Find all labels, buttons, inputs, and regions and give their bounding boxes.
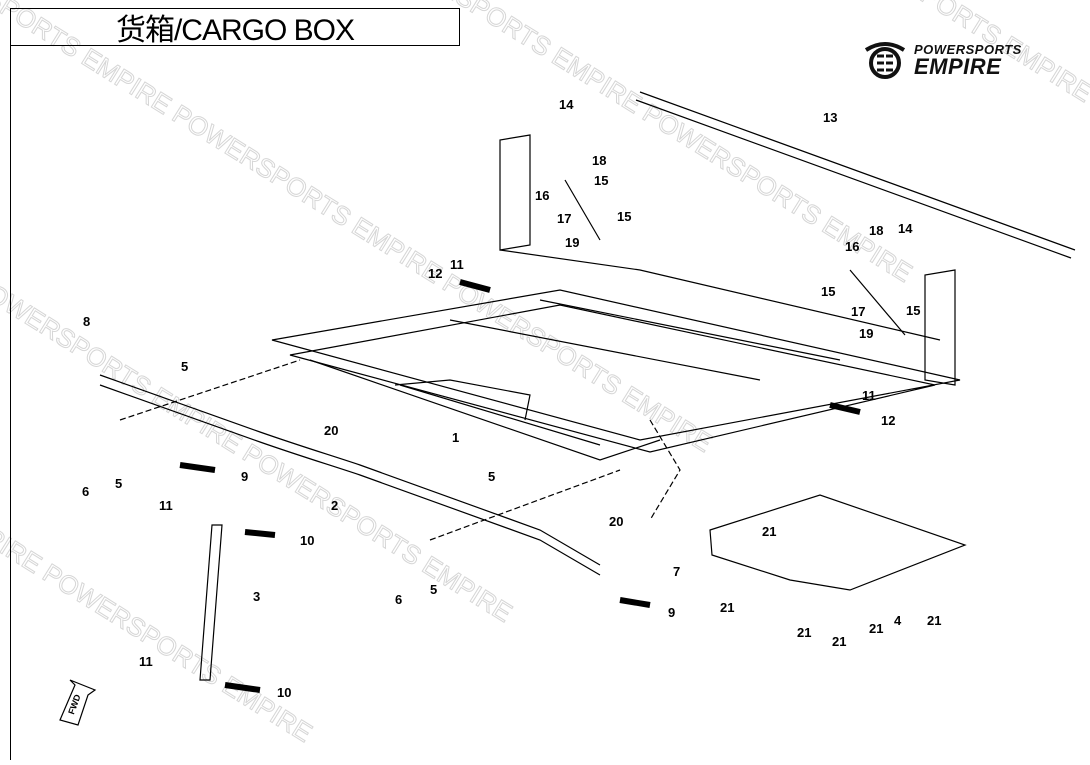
brand-logo: POWERSPORTS EMPIRE — [862, 40, 1022, 80]
callout: 5 — [181, 359, 188, 374]
pins — [179, 279, 861, 693]
callout: 5 — [430, 582, 437, 597]
callout: 21 — [720, 600, 734, 615]
callout: 14 — [559, 97, 574, 112]
wing-shield-icon — [864, 42, 906, 79]
callout: 1 — [452, 430, 459, 445]
callout: 19 — [565, 235, 579, 250]
callout: 11 — [139, 654, 153, 669]
callout: 15 — [906, 303, 920, 318]
callout: 4 — [894, 613, 902, 628]
callout: 6 — [395, 592, 402, 607]
callout: 16 — [845, 239, 859, 254]
callout: 15 — [821, 284, 835, 299]
rear-rail — [499, 249, 941, 341]
leader-dashed — [119, 359, 681, 541]
callout: 5 — [115, 476, 122, 491]
frame-crossbars — [309, 299, 841, 461]
fwd-arrow — [59, 679, 97, 726]
callout: 5 — [488, 469, 495, 484]
fwd-label: FWD — [66, 693, 83, 716]
callout: 3 — [253, 589, 260, 604]
plate-4 — [709, 494, 967, 591]
callout: 9 — [668, 605, 675, 620]
callout: 21 — [832, 634, 846, 649]
callout: 8 — [83, 314, 90, 329]
rod-13 — [635, 91, 1076, 259]
callout: 10 — [277, 685, 291, 700]
callout: 12 — [428, 266, 442, 281]
callout: 2 — [331, 498, 338, 513]
center-bracket — [394, 379, 531, 421]
callout: 7 — [673, 564, 680, 579]
callout: 10 — [300, 533, 314, 548]
rod-2 — [99, 374, 601, 566]
callout: 21 — [927, 613, 941, 628]
callout: 20 — [324, 423, 338, 438]
callout: 9 — [241, 469, 248, 484]
title-box: 货箱/CARGO BOX — [10, 8, 460, 47]
callout: 14 — [898, 221, 913, 236]
callout: 18 — [869, 223, 883, 238]
watermark-text: POWERSPORTS EMPIRE POWERSPORTS EMPIRE PO… — [0, 0, 718, 458]
shock-3 — [199, 524, 223, 681]
callout: 21 — [869, 621, 883, 636]
callout: 19 — [859, 326, 873, 341]
callout: 11 — [159, 498, 173, 513]
callouts: 14 18 15 16 17 15 19 13 14 18 16 15 17 1… — [82, 97, 941, 700]
callout: 20 — [609, 514, 623, 529]
watermark: POWERSPORTS EMPIRE POWERSPORTS EMPIRE PO… — [0, 0, 1090, 749]
callout: 11 — [862, 388, 876, 403]
page-title: 货箱/CARGO BOX — [115, 14, 355, 47]
rod-2-b — [99, 384, 601, 576]
callout: 17 — [557, 211, 571, 226]
logo-line1: POWERSPORTS — [914, 41, 1022, 57]
border-rule — [10, 44, 11, 760]
links-17 — [564, 179, 906, 336]
callout: 21 — [797, 625, 811, 640]
frame-1 — [271, 289, 961, 453]
part-drawings — [59, 91, 1076, 726]
watermark-text: POWERSPORTS EMPIRE POWERSPORTS EMPIRE PO… — [0, 220, 318, 748]
callout: 17 — [851, 304, 865, 319]
callout: 11 — [450, 257, 464, 272]
callout: 15 — [594, 173, 608, 188]
callout: 18 — [592, 153, 606, 168]
callout: 16 — [535, 188, 549, 203]
logo-line2: EMPIRE — [914, 53, 1002, 79]
callout: 12 — [881, 413, 895, 428]
callout: 21 — [762, 524, 776, 539]
callout: 13 — [823, 110, 837, 125]
uprights — [499, 134, 956, 386]
callout: 15 — [617, 209, 631, 224]
callout: 6 — [82, 484, 89, 499]
